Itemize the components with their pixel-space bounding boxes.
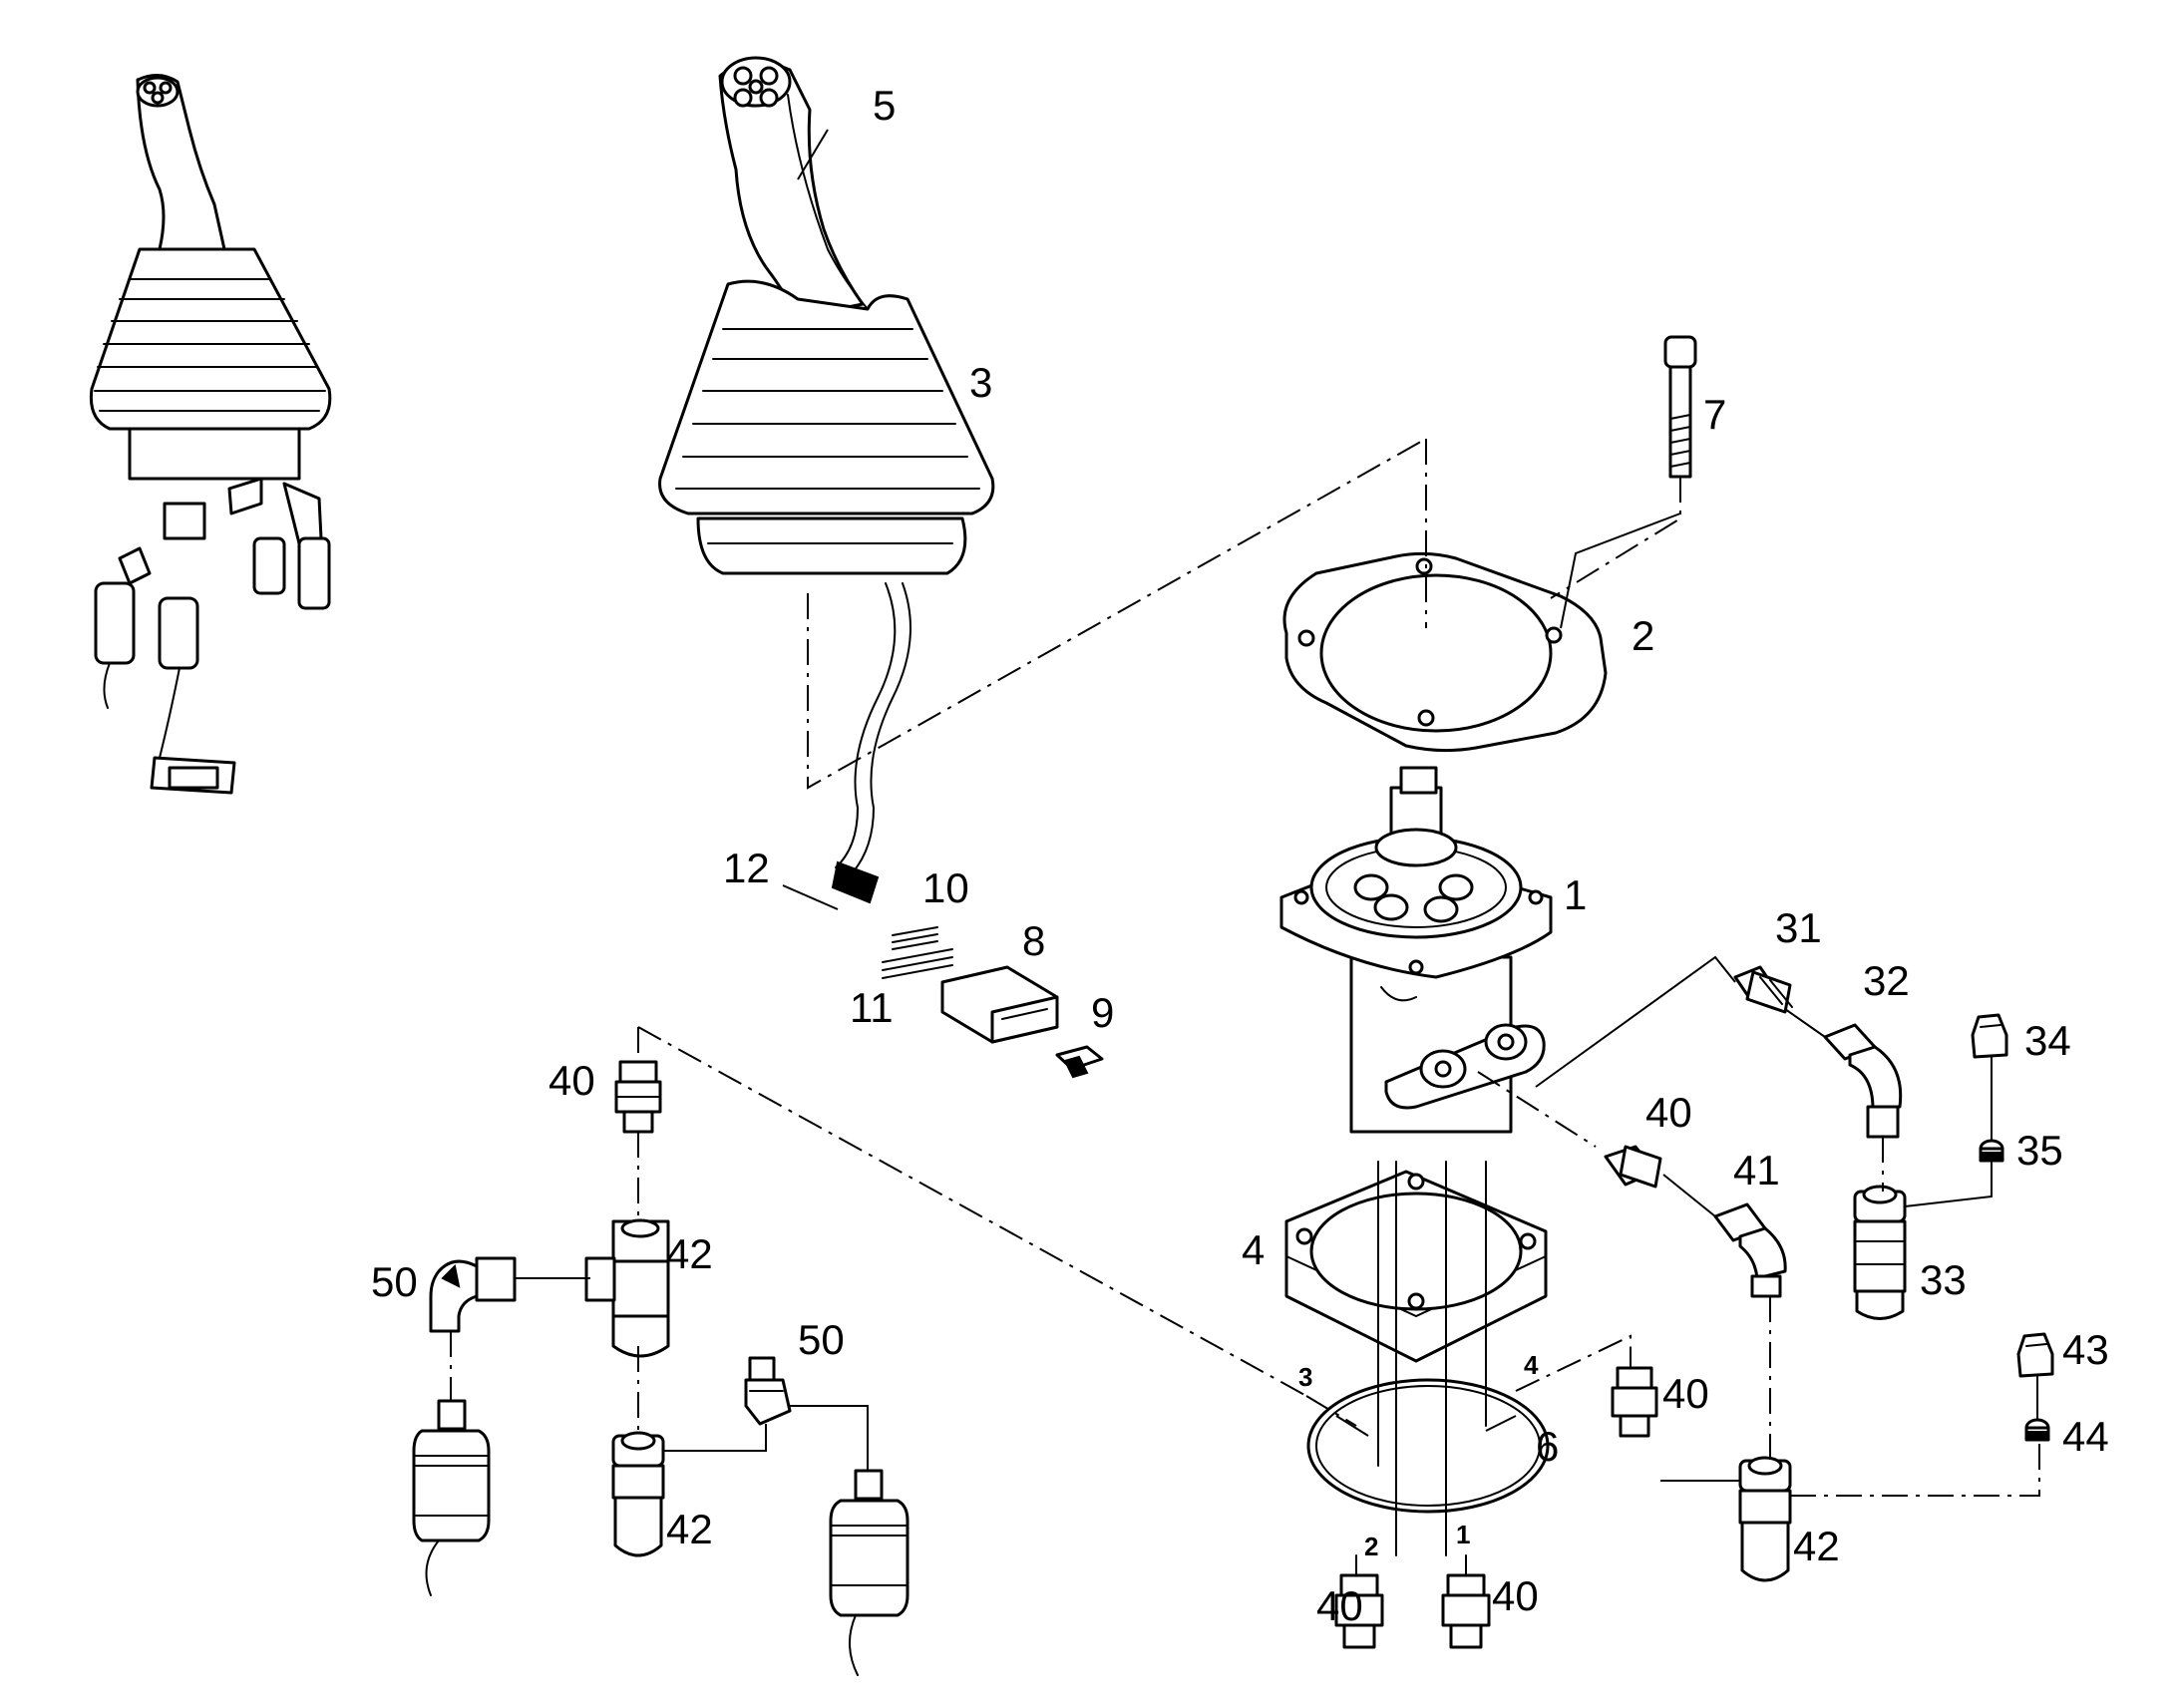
callout-31: 31 (1775, 904, 1822, 951)
callout-8: 8 (1022, 917, 1045, 964)
callout-32: 32 (1863, 957, 1910, 1004)
fitting-part-40-center (1604, 1145, 1662, 1189)
callout-40-bottom-left: 40 (1316, 1582, 1363, 1629)
port-mark-3: 3 (1298, 1362, 1312, 1392)
cable-harness-part-12 (831, 582, 911, 904)
callout-44: 44 (2062, 1413, 2109, 1460)
elbow-part-50-middle (744, 1356, 792, 1426)
plug-part-35 (1979, 1139, 2004, 1163)
assembly-axis-lines (450, 438, 2040, 1497)
o-ring-part-6 (1306, 1378, 1550, 1514)
valve-body-part-1 (1279, 766, 1553, 1134)
callout-6: 6 (1536, 1423, 1559, 1470)
callout-7: 7 (1703, 391, 1726, 438)
callout-42-right: 42 (1793, 1523, 1840, 1569)
fitting-part-42-bottom-left (611, 1431, 665, 1557)
leader-lines (515, 129, 2038, 1482)
port-mark-2: 2 (1364, 1532, 1378, 1561)
check-valve-part-33 (1853, 1185, 1907, 1320)
lock-clip-part-9 (1055, 1045, 1104, 1079)
callout-42-top: 42 (666, 1230, 713, 1277)
callout-5: 5 (873, 82, 896, 129)
callout-12: 12 (723, 845, 770, 891)
assembled-joystick-thumbnail (89, 74, 332, 795)
callout-34: 34 (2024, 1017, 2071, 1064)
callout-33: 33 (1920, 1256, 1967, 1303)
callout-42-bottom-left: 42 (666, 1506, 713, 1552)
callout-50-left: 50 (371, 1258, 418, 1305)
plug-part-44 (2024, 1418, 2050, 1442)
tee-fitting-part-42-top (584, 1218, 670, 1358)
callout-1: 1 (1564, 871, 1587, 918)
bolt-part-7 (1663, 335, 1697, 479)
port-lines (1355, 1161, 1487, 1576)
fitting-part-40-bottom-right (1441, 1573, 1491, 1649)
callout-40-bottom-right: 40 (1492, 1572, 1539, 1619)
joystick-handle-part-5 (718, 56, 869, 319)
rubber-boot-part-3 (658, 279, 995, 575)
callout-40-left-top: 40 (548, 1057, 595, 1104)
callout-43: 43 (2062, 1326, 2109, 1373)
contact-pins-part-11 (882, 948, 953, 979)
fitting-part-31 (1733, 965, 1793, 1014)
fitting-part-40-bottom-left (1334, 1573, 1384, 1649)
contact-pins-part-10 (892, 926, 938, 950)
elbow-part-32 (1823, 1023, 1903, 1139)
callout-50-middle: 50 (798, 1316, 845, 1363)
callout-4: 4 (1242, 1226, 1265, 1273)
connector-housing-part-8 (940, 965, 1059, 1044)
callout-40-center: 40 (1645, 1089, 1692, 1136)
gasket-plate-part-2 (1282, 551, 1608, 753)
callout-41: 41 (1733, 1147, 1780, 1194)
fitting-part-40-right (1611, 1366, 1658, 1438)
sensor-left (412, 1399, 491, 1596)
callout-labels: 5 3 7 2 1 12 10 8 11 9 31 32 34 35 33 40… (371, 82, 2109, 1629)
elbow-part-50-left (429, 1256, 517, 1333)
port-mark-1: 1 (1456, 1520, 1470, 1549)
elbow-part-41 (1713, 1202, 1787, 1298)
callout-9: 9 (1091, 989, 1114, 1036)
port-number-labels: 3 4 2 1 (1298, 1350, 1539, 1561)
fitting-part-42-right (1738, 1456, 1792, 1582)
callout-35: 35 (2016, 1127, 2063, 1174)
callout-40-right: 40 (1662, 1370, 1709, 1417)
callout-3: 3 (969, 359, 992, 406)
callout-2: 2 (1632, 612, 1654, 659)
callout-10: 10 (922, 864, 969, 911)
fitting-part-40-left-top (614, 1060, 662, 1134)
sensor-middle (829, 1469, 909, 1676)
cap-nut-part-34 (1971, 1013, 2008, 1059)
cap-nut-part-43 (2016, 1332, 2054, 1378)
port-mark-4: 4 (1524, 1350, 1539, 1380)
callout-11: 11 (850, 984, 894, 1031)
base-flange-part-4 (1284, 1170, 1548, 1363)
